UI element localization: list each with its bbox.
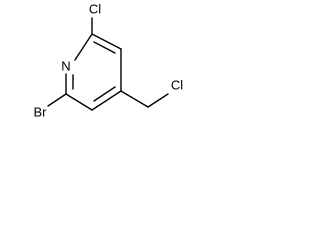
bond-c5-c6 — [65, 93, 93, 111]
structure-diagram: N Cl Br Cl — [34, 1, 184, 119]
double-bond-c2-c3 — [93, 41, 116, 54]
bond-ch2-cl — [147, 93, 169, 108]
bond-n-c2 — [74, 33, 93, 61]
bond-c4-ch2 — [120, 90, 149, 108]
atom-labels: N Cl Br Cl — [34, 1, 184, 119]
chlorine-methyl-label: Cl — [171, 77, 183, 92]
bond-c6-br — [47, 93, 67, 107]
bond-c2-c3 — [91, 33, 122, 50]
bonds — [47, 17, 169, 111]
bond-c4-c5 — [91, 90, 122, 111]
bromine-label: Br — [34, 104, 48, 119]
nitrogen-label: N — [61, 58, 70, 73]
double-bond-c4-c5 — [93, 86, 116, 102]
chlorine-top-label: Cl — [89, 1, 101, 16]
